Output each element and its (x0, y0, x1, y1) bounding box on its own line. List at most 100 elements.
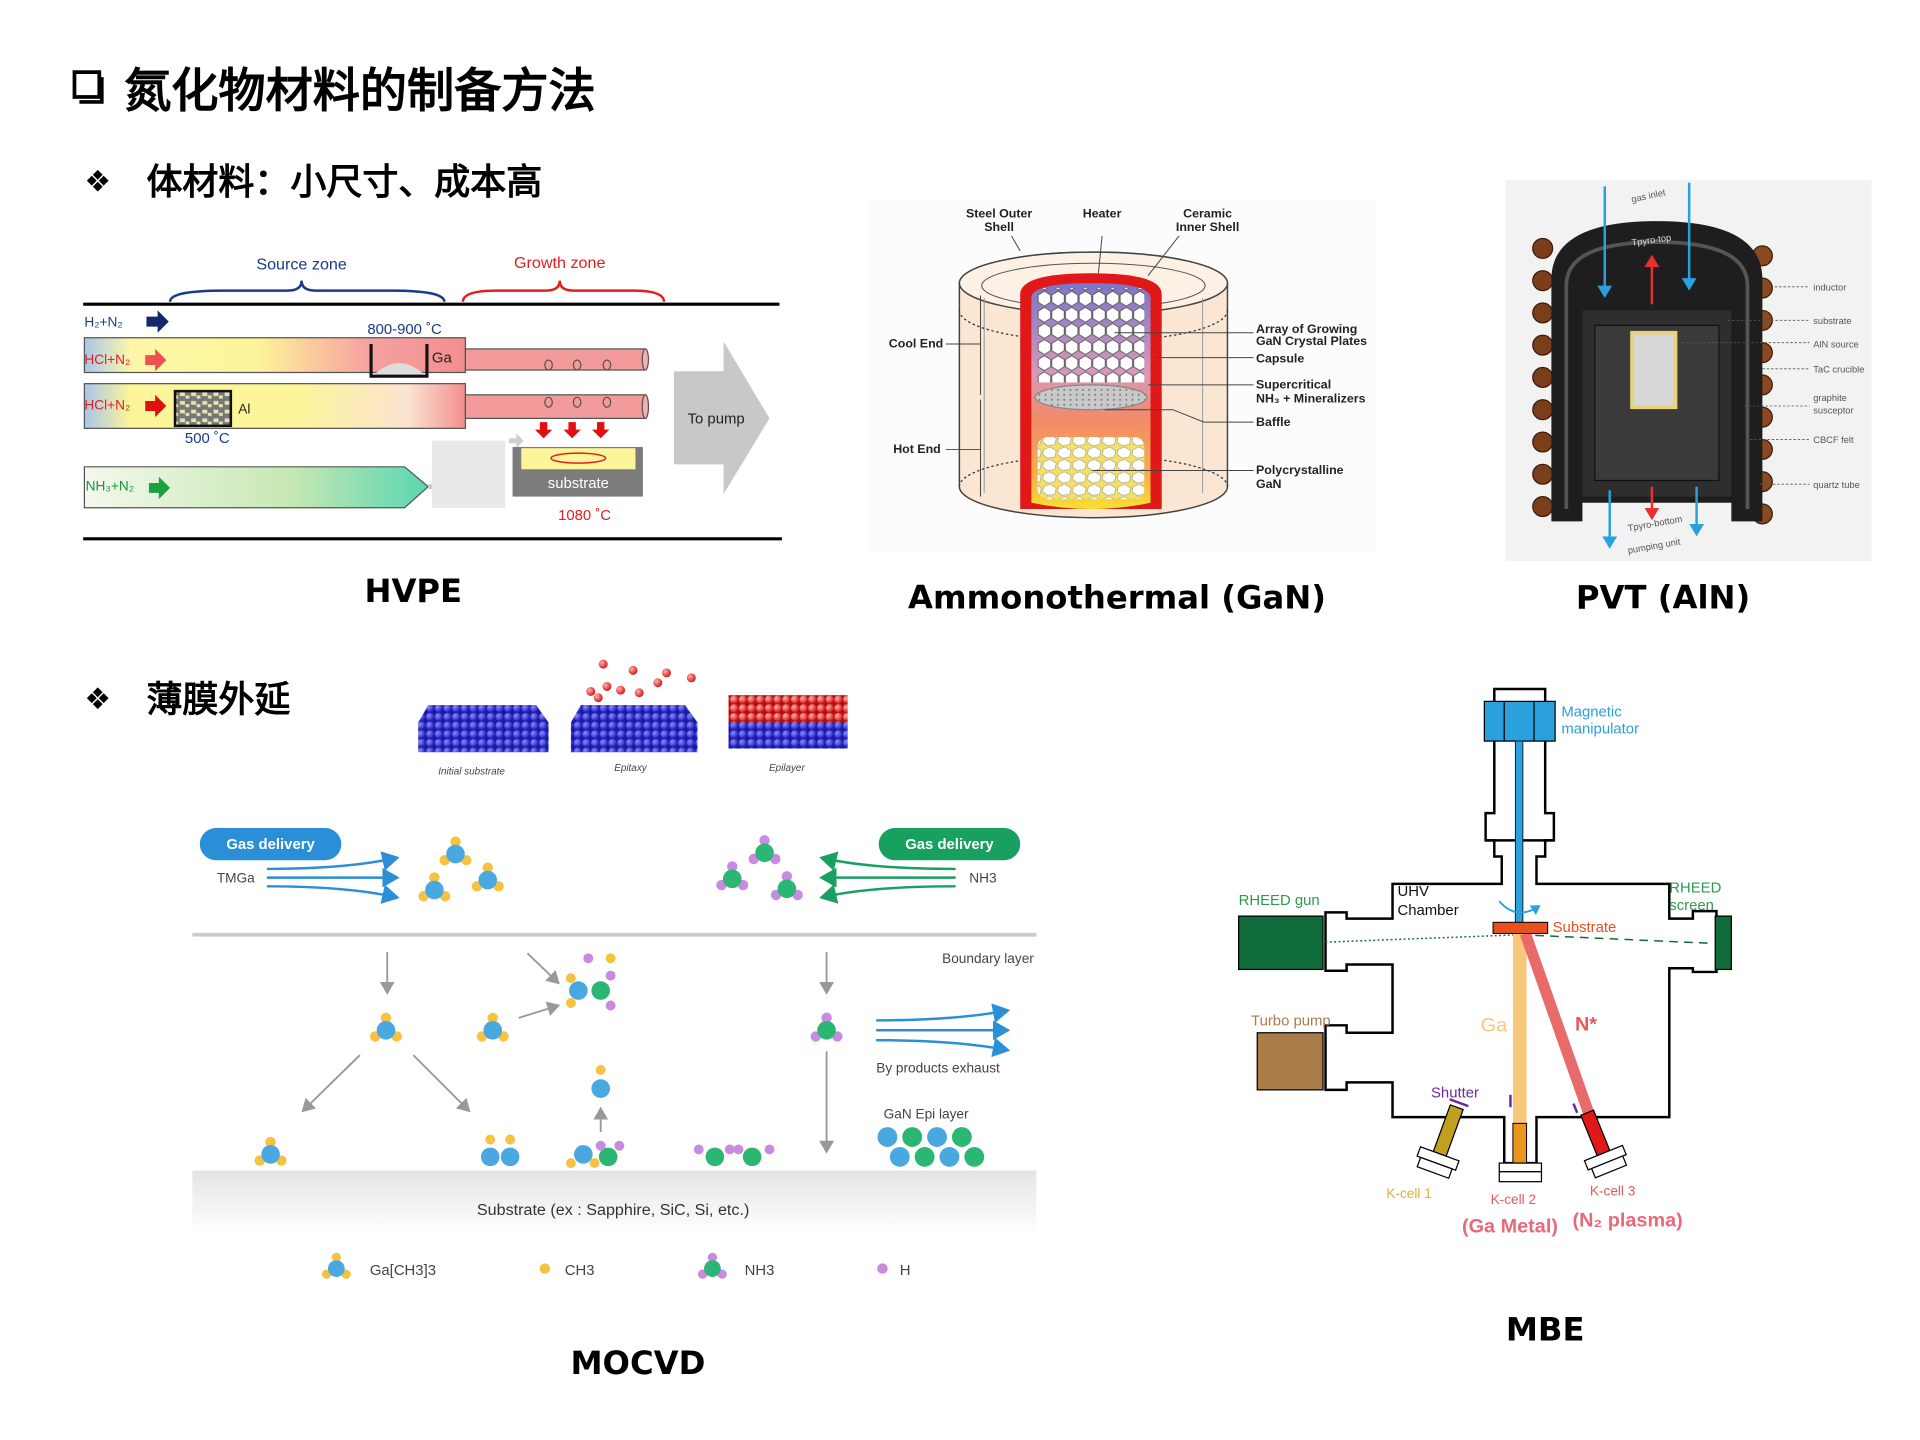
coil-turn (1532, 495, 1554, 518)
nh3-label: NH3 (969, 871, 996, 886)
atom (261, 1145, 280, 1164)
atom (914, 1146, 935, 1167)
atom (589, 1158, 600, 1169)
growth-zone-label: Growth zone (514, 254, 605, 272)
k-cell-1-label: K-cell 1 (1386, 1186, 1431, 1201)
graphite-label: graphite (1813, 393, 1847, 403)
atom (902, 1127, 923, 1147)
magnetic-manipulator (1483, 700, 1556, 742)
arrow-right-icon (148, 476, 171, 500)
byproducts-label: By products exhaust (876, 1060, 1000, 1075)
arrow-right-icon (146, 310, 169, 333)
legend: Ga[CH3]3 CH3 NH3 H (370, 1263, 911, 1279)
to-pump-label: To pump (688, 411, 745, 427)
atom (485, 1134, 496, 1145)
diamond-bullet-icon: ❖ (84, 164, 111, 199)
atom (614, 1140, 625, 1151)
atom (951, 1127, 972, 1147)
tmga-label: TMGa (217, 871, 255, 886)
tac-crucible-label: TaC crucible (1813, 364, 1864, 374)
atom (380, 1012, 392, 1024)
manipulator-rod (1514, 740, 1524, 928)
initial-substrate-slab (418, 705, 549, 753)
atom (480, 1147, 500, 1167)
nstar-beam-label: N* (1575, 1013, 1597, 1035)
atom (505, 1134, 516, 1145)
ammonothermal-caption: Ammonothermal (GaN) (908, 578, 1326, 616)
quartz-tube-label: quartz tube (1813, 480, 1860, 490)
tmga-molecule (439, 836, 472, 866)
atom (602, 682, 612, 691)
atom (605, 970, 616, 981)
al-temperature: 500 ˚C (185, 431, 230, 447)
rotation-arrow-icon (1498, 900, 1541, 915)
k-cell-2-label: K-cell 2 (1491, 1192, 1536, 1207)
atom (500, 1147, 520, 1167)
arrow-right-icon (145, 348, 167, 372)
atom (628, 665, 638, 675)
epitaxy-label: Epitaxy (614, 763, 648, 774)
k-cell-1 (1416, 1098, 1469, 1180)
arrow-right-icon (145, 394, 167, 418)
atom (742, 1147, 762, 1167)
atom (605, 1000, 616, 1011)
capsule-label: Capsule (1256, 352, 1304, 366)
atom (634, 688, 644, 698)
supercritical-label-2: NH₃ + Mineralizers (1256, 391, 1366, 405)
baffle-label: Baffle (1256, 415, 1291, 429)
baffle (1034, 384, 1148, 411)
atom (817, 1020, 836, 1040)
epilayer-label: Epilayer (769, 763, 805, 774)
atom (733, 1144, 744, 1155)
h2-n2-label: H₂+N₂ (84, 315, 122, 330)
legend-nh3: NH3 (745, 1263, 775, 1279)
thin-film-heading: ❖ 薄膜外延 (84, 679, 290, 720)
atom (586, 686, 596, 696)
coil-turn (1532, 431, 1554, 453)
coil-turn (1532, 302, 1554, 324)
ceramic-label-2: Inner Shell (1176, 220, 1239, 234)
ga-boat (369, 343, 429, 378)
nh3-molecule (770, 871, 803, 901)
ga-beam (1512, 933, 1527, 1164)
nh3-molecule (697, 1252, 727, 1279)
mocvd-diagram: Gas delivery TMGa Gas delivery NH3 Bound… (192, 827, 1037, 1382)
atom (598, 1147, 618, 1167)
atom (591, 981, 611, 1000)
nh3-molecule (716, 861, 749, 891)
gas-delivery-left-label: Gas delivery (226, 837, 315, 853)
nh3-n2-label: NH₃+N₂ (86, 478, 134, 493)
atom (693, 1144, 704, 1155)
diamond-bullet-icon: ❖ (84, 682, 111, 717)
hollow-square-bullet-icon (72, 70, 102, 99)
hvpe-diagram: Source zone Growth zone H₂+N₂ 800-900 ˚C… (83, 254, 782, 610)
array-label-2: GaN Crystal Plates (1256, 334, 1367, 348)
poly-label-2: GaN (1256, 477, 1282, 491)
rheed-screen-label-2: screen (1669, 898, 1714, 914)
hvpe-caption: HVPE (364, 572, 462, 610)
atom (478, 870, 498, 890)
substrate-band (192, 1170, 1037, 1236)
down-arrows-icon (534, 422, 610, 439)
atom (565, 973, 576, 984)
atom (939, 1146, 960, 1167)
initial-substrate-label: Initial substrate (438, 767, 505, 778)
boundary-layer-label: Boundary layer (942, 951, 1034, 966)
polycrystalline-gan (1037, 437, 1145, 500)
rheed-screen (1714, 915, 1732, 971)
steel-outer-label-2: Shell (984, 220, 1014, 234)
array-label-1: Array of Growing (1256, 322, 1357, 336)
susceptor-label: susceptor (1813, 405, 1853, 415)
nh3-molecule (810, 1012, 843, 1042)
mocvd-caption: MOCVD (570, 1344, 705, 1382)
coil-turn (1532, 463, 1554, 485)
atom (565, 998, 576, 1008)
heater-label: Heater (1083, 206, 1122, 220)
atom (877, 1127, 898, 1147)
ga-beam-label: Ga (1481, 1015, 1508, 1037)
magnetic-label-1: Magnetic (1561, 704, 1622, 720)
inductor-label: inductor (1813, 283, 1846, 293)
atom (704, 1260, 721, 1277)
ch3-legend-dot (539, 1263, 551, 1274)
